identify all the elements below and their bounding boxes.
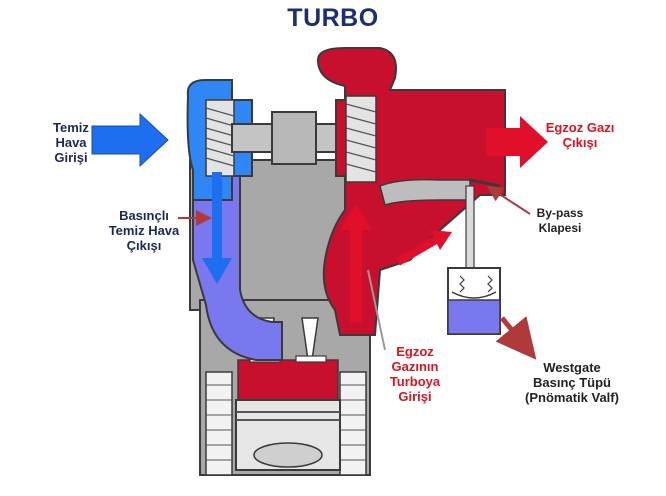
exhaust-diagonal-arrowhead bbox=[430, 230, 452, 250]
label-fresh-air-inlet: Temiz Hava Girişi bbox=[53, 120, 89, 165]
exhaust-up-arrowhead bbox=[340, 204, 372, 230]
label-wastegate: Westgate Basınç Tüpü (Pnömatik Valf) bbox=[525, 360, 619, 405]
compressor-wheel bbox=[205, 99, 235, 177]
pointer-wastegate bbox=[495, 316, 537, 360]
turbine-wheel bbox=[345, 95, 377, 183]
pointer-exhaust-inlet bbox=[367, 269, 386, 351]
diagram-title: TURBO bbox=[287, 4, 379, 32]
combustion-chamber bbox=[237, 359, 339, 403]
label-compressed-air-outlet: Basınçlı Temiz Hava Çıkışı bbox=[108, 208, 180, 253]
exhaust-up-arrow bbox=[350, 226, 362, 322]
exhaust-outlet-arrow bbox=[486, 116, 548, 168]
label-bypass-valve: By-pass Klapesi bbox=[536, 206, 584, 235]
exhaust-diagonal-arrow bbox=[395, 236, 439, 266]
pointer-bypass bbox=[486, 185, 531, 215]
label-exhaust-outlet: Egzoz Gazı Çıkışı bbox=[545, 120, 615, 150]
wastegate-actuator bbox=[447, 267, 501, 335]
piston bbox=[235, 399, 341, 471]
exhaust-valve bbox=[295, 317, 327, 363]
fresh-air-inlet-arrow bbox=[91, 112, 169, 168]
compressed-air-down-arrow bbox=[212, 172, 222, 262]
compressed-air-down-arrowhead bbox=[202, 258, 232, 284]
center-housing bbox=[271, 111, 317, 165]
label-exhaust-to-turbo: Egzoz Gazının Turboya Girişi bbox=[389, 344, 441, 404]
